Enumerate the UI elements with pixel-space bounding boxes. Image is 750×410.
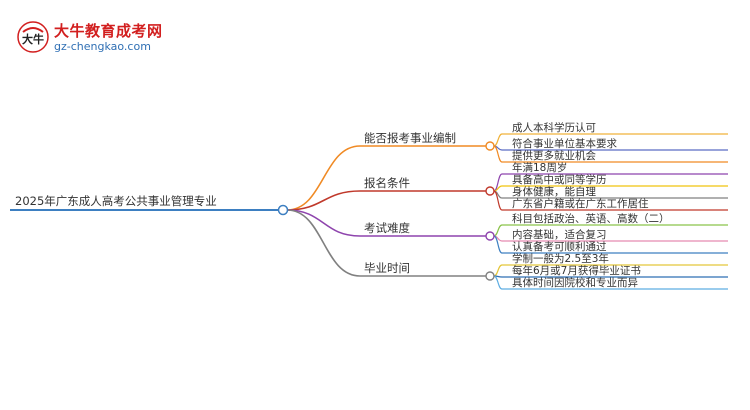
branch-node-circle[interactable] [485,271,495,281]
leaf-edge [493,264,503,277]
branch-label: 考试难度 [364,221,410,235]
branch-edge [286,145,361,211]
branch-node-circle[interactable] [485,141,495,151]
leaf-label: 成人本科学历认可 [512,121,596,134]
branch-edge [286,209,361,277]
branch-label: 能否报考事业编制 [364,131,456,145]
logo-seal-text: 大牛 [22,32,44,46]
mindmap-nodes: 2025年广东成人高考公共事业管理专业 能否报考事业编制 成人本科学历认可符合事业单… [15,121,670,289]
leaf-edge [493,224,503,237]
logo-url: gz-chengkao.com [54,40,151,53]
branch-node-circle[interactable] [485,231,495,241]
leaf-edge [493,235,503,254]
branch-label: 报名条件 [364,176,410,190]
leaf-label: 内容基础，适合复习 [512,228,607,241]
mindmap-edges [10,133,728,290]
branch-label: 毕业时间 [364,261,410,275]
logo-seal-icon: 大牛 [17,21,49,53]
leaf-label: 身体健康，能自理 [512,185,596,198]
root-topic: 2025年广东成人高考公共事业管理专业 [15,194,217,208]
leaf-label: 学制一般为2.5至3年 [512,252,609,265]
leaf-edge [493,275,503,290]
root-node-circle[interactable] [277,204,289,216]
leaf-label: 年满18周岁 [512,161,567,174]
logo-title: 大牛教育成考网 [54,22,163,40]
leaf-label: 具备高中或同等学历 [512,173,607,186]
leaf-edge [493,190,503,211]
leaf-label: 科目包括政治、英语、高数（二） [512,212,670,225]
leaf-label: 每年6月或7月获得毕业证书 [512,264,641,277]
branch-edge [286,190,361,211]
branch-edge [286,209,361,237]
site-logo[interactable]: 大牛 大牛教育成考网 gz-chengkao.com [16,18,166,58]
leaf-label: 提供更多就业机会 [512,149,596,162]
leaf-label: 认真备考可顺利通过 [512,240,607,253]
leaf-label: 具体时间因院校和专业而异 [512,276,638,289]
branch-node-circle[interactable] [485,186,495,196]
leaf-label: 广东省户籍或在广东工作居住 [512,197,649,210]
leaf-edge [493,185,503,192]
leaf-label: 符合事业单位基本要求 [512,137,617,150]
leaf-edge [493,145,503,163]
leaf-edge [493,133,503,147]
